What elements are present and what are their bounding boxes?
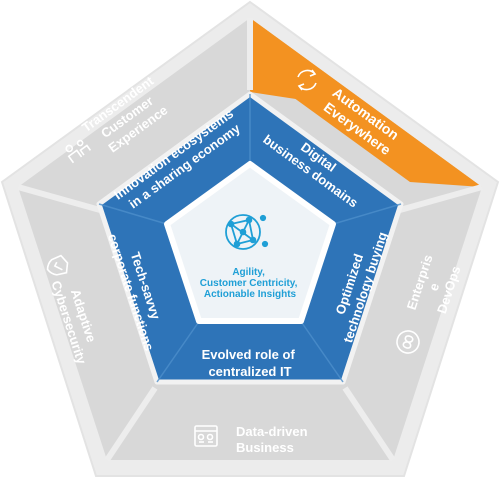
dashboard-icon bbox=[194, 425, 218, 447]
core-label: Agility, Customer Centricity, Actionable… bbox=[200, 267, 300, 300]
core-line-1: Agility, bbox=[232, 267, 265, 278]
outer-datadriven-line-1: Data-driven bbox=[236, 424, 308, 439]
core-line-2: Customer Centricity, bbox=[200, 278, 298, 289]
people-icon bbox=[65, 139, 92, 164]
core-pentagon bbox=[164, 161, 336, 324]
middle-dividers bbox=[98, 94, 402, 383]
core-line-3: Actionable Insights bbox=[204, 289, 297, 300]
middle-evolved-line-1: Evolved role of bbox=[202, 347, 296, 362]
outer-devops-line-2: e bbox=[426, 281, 443, 293]
outer-datadriven-line-2: Business bbox=[236, 440, 294, 455]
cycle-arrows-icon bbox=[297, 69, 317, 91]
segment-automation-fill bbox=[250, 18, 482, 187]
network-globe-icon bbox=[225, 214, 269, 250]
shield-icon bbox=[46, 254, 69, 276]
infinity-loop-icon bbox=[396, 330, 420, 354]
outer-dividers bbox=[17, 18, 483, 462]
outer-label-datadriven: Data-driven Business bbox=[236, 424, 311, 455]
middle-evolved-line-2: centralized IT bbox=[208, 364, 291, 379]
middle-label-evolved: Evolved role of centralized IT bbox=[202, 347, 299, 379]
